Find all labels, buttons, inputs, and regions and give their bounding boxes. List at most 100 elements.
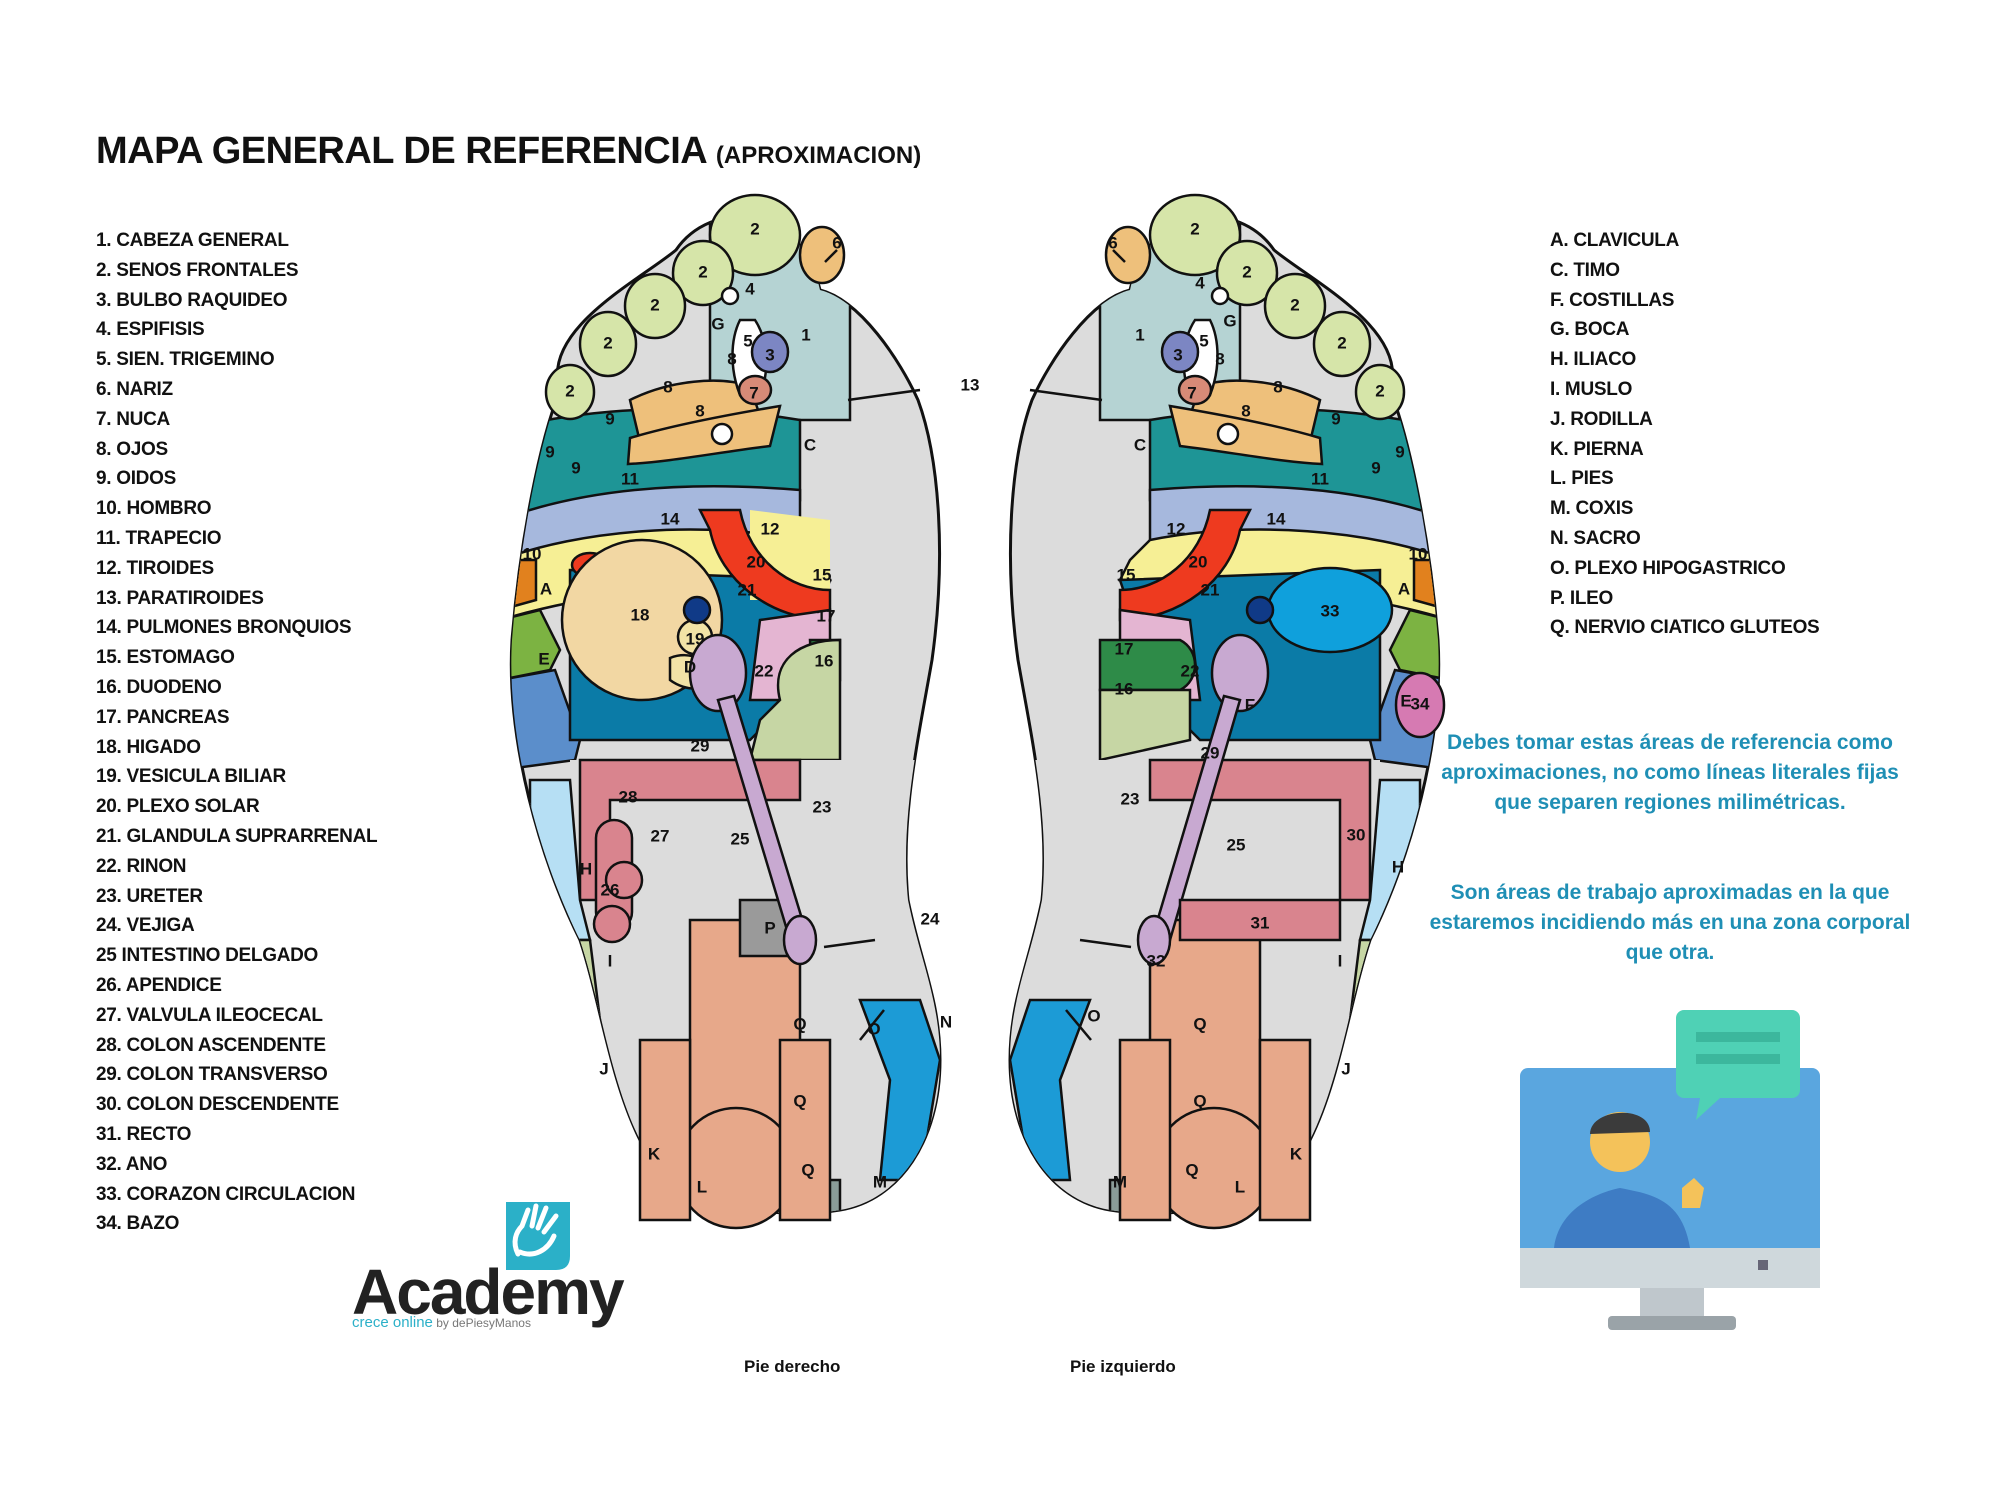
left_foot-eyes-label: 8 <box>1215 349 1224 368</box>
right_foot-toes-label: 2 <box>565 381 574 400</box>
legend-item: 19. VESICULA BILIAR <box>96 766 286 788</box>
legend-item: 23. URETER <box>96 885 203 907</box>
legend-item: G. BOCA <box>1550 319 1630 341</box>
left_foot-leg-label: K <box>1290 1144 1303 1163</box>
legend-item: 17. PANCREAS <box>96 706 230 728</box>
right_foot-stomach-label: 15 <box>813 565 832 584</box>
right_foot-medulla-label: 3 <box>765 345 774 364</box>
legend-item: 4. ESPIFISIS <box>96 319 205 341</box>
left_foot-spleen-label: 34 <box>1411 694 1430 713</box>
legend-item: J. RODILLA <box>1550 408 1653 430</box>
right_foot-sacrum-label: N <box>940 1012 952 1031</box>
left_foot-eyes-label: 8 <box>1241 401 1250 420</box>
legend-item: 15. ESTOMAGO <box>96 647 235 669</box>
left_foot-trigeminal-label: 5 <box>1199 331 1208 350</box>
legend-item: H. ILIACO <box>1550 349 1636 371</box>
left_foot-solar_plexus-label: 20 <box>1189 552 1208 571</box>
note-approximation: Debes tomar estas áreas de referencia co… <box>1441 731 1899 814</box>
left_foot-head-label: 1 <box>1135 325 1144 344</box>
right_foot-sciatic-label: Q <box>801 1160 814 1179</box>
right_foot-duodenum-label: 16 <box>815 651 834 670</box>
right_foot-kidney-label: 22 <box>755 661 774 680</box>
left_foot-mouth-label: G <box>1223 311 1236 330</box>
right_foot-thigh-label: I <box>608 951 613 970</box>
caption-right-foot: Pie derecho <box>744 1357 841 1376</box>
left_foot-eyes-label: 8 <box>1273 377 1282 396</box>
right-foot <box>509 193 942 1230</box>
left_foot-stomach-label: 15 <box>1117 565 1136 584</box>
legend-item: 8. OJOS <box>96 438 168 460</box>
right_foot-eyes-label: 8 <box>663 377 672 396</box>
legend-item: 1. CABEZA GENERAL <box>96 230 289 251</box>
legend-item: K. PIERNA <box>1550 438 1644 460</box>
monitor-illustration-icon <box>1520 1010 1820 1330</box>
legend-item: 31. RECTO <box>96 1123 192 1145</box>
right_foot-mouth-label: G <box>711 314 724 333</box>
left_foot-ureter-label: 23 <box>1121 789 1140 808</box>
legend-item: 6. NARIZ <box>96 378 173 400</box>
left_foot-ears-label: 9 <box>1395 442 1404 461</box>
note-working-areas: Son áreas de trabajo aproximadas en la q… <box>1429 881 1911 964</box>
legend-item: 9. OIDOS <box>96 468 176 490</box>
legend-item: 33. CORAZON CIRCULACION <box>96 1183 356 1205</box>
right_foot-knee-label: J <box>599 1059 608 1078</box>
left_foot-nose-label: 6 <box>1108 233 1117 252</box>
left_foot-kidney-label: 22 <box>1181 661 1200 680</box>
right_foot-eyes-label: 8 <box>695 401 704 420</box>
right_foot-trapezius-label: 11 <box>621 469 639 488</box>
right_foot-sciatic-label: Q <box>793 1091 806 1110</box>
legend-item: L. PIES <box>1550 468 1614 490</box>
right_foot-iliac-label: H <box>580 859 592 878</box>
right_foot-thyroid-label: 12 <box>761 519 780 538</box>
left_foot-coccyx-label: M <box>1113 1172 1127 1191</box>
right_foot-head-label: 1 <box>801 325 810 344</box>
right_foot-toes-label: 2 <box>650 295 659 314</box>
legend-item: 20. PLEXO SOLAR <box>96 796 260 818</box>
left_foot-heart-label: 33 <box>1321 601 1340 620</box>
hand-logo-icon <box>506 1202 570 1270</box>
caption-left-foot: Pie izquierdo <box>1070 1357 1176 1376</box>
right_foot-clavicle-label: A <box>540 579 552 598</box>
legend-item: 30. COLON DESCENDENTE <box>96 1094 339 1116</box>
left_foot-sciatic-label: Q <box>1193 1014 1206 1033</box>
left_foot-thigh-label: I <box>1338 951 1343 970</box>
right_foot-trigeminal-label: 5 <box>743 331 752 350</box>
right_foot-solar_plexus-label: 20 <box>747 552 766 571</box>
right_foot-coccyx-label: M <box>873 1172 887 1191</box>
right_foot-gallbladder-label: 19 <box>686 629 705 648</box>
right_foot-toes-label: 2 <box>698 262 707 281</box>
legend-item: 21. GLANDULA SUPRARRENAL <box>96 825 378 847</box>
legend-item: N. SACRO <box>1550 527 1641 549</box>
legend-item: 2. SENOS FRONTALES <box>96 259 299 281</box>
left_foot-toes-label: 2 <box>1337 333 1346 352</box>
left_foot-rectum-label: 31 <box>1251 913 1270 932</box>
left_foot-trapezius-label: 11 <box>1311 469 1329 488</box>
right_foot-pancreas-label: 17 <box>817 606 836 625</box>
legend-item: 25 INTESTINO DELGADO <box>96 945 319 967</box>
left_foot-clavicle-label: A <box>1398 579 1410 598</box>
right_foot-parathyroid-label: 13 <box>961 375 980 394</box>
left_foot-ears-label: 9 <box>1371 458 1380 477</box>
legend-item: 10. HOMBRO <box>96 498 212 520</box>
right_foot-pineal-label: 4 <box>745 279 755 298</box>
right_foot-adrenal-label: 21 <box>738 580 757 599</box>
legend-item: 28. COLON ASCENDENTE <box>96 1034 326 1056</box>
left_foot-pineal-label: 4 <box>1195 273 1205 292</box>
legend-item: 7. NUCA <box>96 408 170 430</box>
legend-item: A. CLAVICULA <box>1550 230 1680 251</box>
left_foot-adrenal-label: 21 <box>1201 580 1220 599</box>
right_foot-ileum-label: P <box>764 918 775 937</box>
legend-item: Q. NERVIO CIATICO GLUTEOS <box>1550 617 1820 639</box>
legend-item: 11. TRAPECIO <box>96 527 222 549</box>
left_foot-lungs-label: 14 <box>1267 509 1286 528</box>
logo-wordmark: Academy <box>352 1256 625 1328</box>
left_foot-small_intestine-label: 25 <box>1227 835 1246 854</box>
left_foot-medulla-label: 3 <box>1173 345 1182 364</box>
right_foot-sciatic-label: Q <box>793 1014 806 1033</box>
legend-item: I. MUSLO <box>1550 378 1633 400</box>
right_foot-eyes-label: 8 <box>727 349 736 368</box>
left_foot-toes-label: 2 <box>1190 219 1199 238</box>
left_foot-toes-label: 2 <box>1242 262 1251 281</box>
